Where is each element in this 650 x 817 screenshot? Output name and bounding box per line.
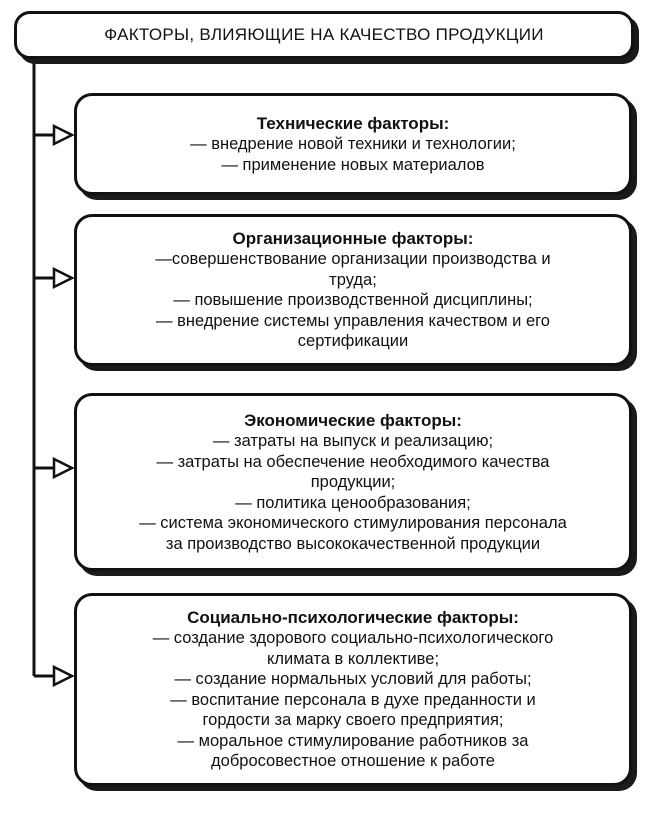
organizational-factor-line: — внедрение системы управления качеством… — [156, 311, 550, 330]
social-factor-line: — моральное стимулирование работников за — [177, 731, 529, 750]
diagram-title: ФАКТОРЫ, ВЛИЯЮЩИЕ НА КАЧЕСТВО ПРОДУКЦИИ — [104, 25, 544, 44]
organizational-factor-line: — повышение производственной дисциплины; — [173, 291, 533, 310]
economic-factor-line: — затраты на обеспечение необходимого ка… — [156, 452, 550, 471]
arrow-to-social-factors — [34, 664, 75, 688]
social-factor-line: добросовестное отношение к работе — [211, 752, 495, 771]
economic-factor-line: за производство высококачественной проду… — [165, 534, 541, 553]
economic-factor-line: продукции; — [310, 473, 396, 491]
technical-factors-box: Технические факторы: — внедрение новой т… — [74, 93, 632, 195]
economic-factor-line: — затраты на выпуск и реализацию; — [212, 432, 494, 450]
social-factor-line: — воспитание персонала в духе преданност… — [170, 690, 536, 709]
social-factor-line: — создание нормальных условий для работы… — [174, 670, 532, 689]
technical-factor-line: — внедрение новой техники и технологии; — [190, 135, 516, 153]
social-psychological-factors-box: Социально-психологические факторы: — соз… — [74, 593, 632, 786]
organizational-factors-box: Организационные факторы: —совершенствова… — [74, 214, 632, 366]
economic-factor-line: — система экономического стимулирования … — [139, 514, 567, 532]
diagram-title-box: ФАКТОРЫ, ВЛИЯЮЩИЕ НА КАЧЕСТВО ПРОДУКЦИИ — [14, 11, 634, 59]
economic-factor-line: — политика ценообразования; — [235, 493, 471, 512]
social-factor-line: — создание здорового социально-психологи… — [152, 629, 554, 648]
arrow-to-economic-factors — [34, 456, 75, 480]
social-factor-line: климата в коллективе; — [266, 649, 440, 668]
economic-factors-box: Экономические факторы: — затраты на выпу… — [74, 393, 632, 571]
technical-factors-heading: Технические факторы: — [256, 114, 450, 133]
organizational-factor-line: сертификации — [297, 332, 409, 351]
social-psychological-factors-heading: Социально-психологические факторы: — [187, 608, 519, 628]
organizational-factor-line: труда; — [329, 270, 377, 289]
arrow-to-organizational-factors — [34, 266, 75, 290]
technical-factor-line: — применение новых материалов — [221, 155, 485, 174]
arrow-to-technical-factors — [34, 123, 75, 147]
economic-factors-heading: Экономические факторы: — [244, 411, 462, 430]
organizational-factors-heading: Организационные факторы: — [232, 229, 474, 249]
social-factor-line: гордости за марку своего предприятия; — [202, 711, 504, 730]
organizational-factor-line: —совершенствование организации производс… — [155, 250, 551, 269]
